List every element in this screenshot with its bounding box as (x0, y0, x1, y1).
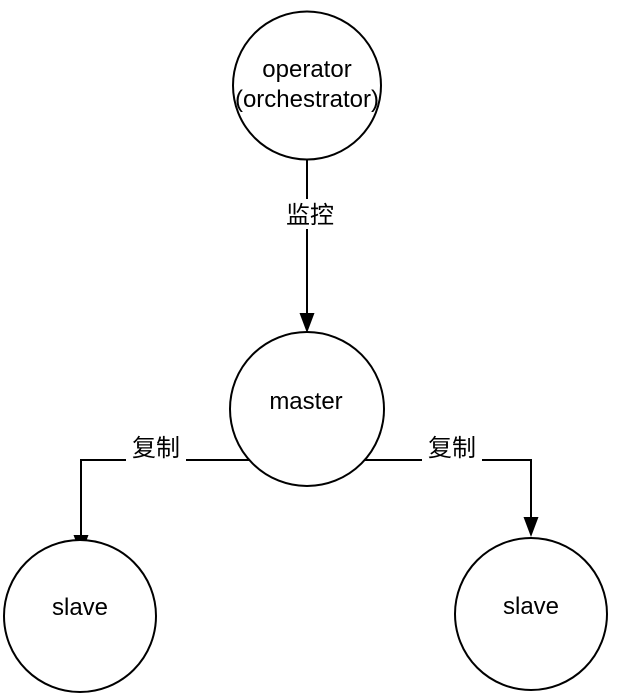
node-slave-right-circle (454, 537, 608, 691)
node-slave-right: slave (454, 537, 608, 691)
edge-replicate-right: 复制 (365, 432, 539, 537)
edge-replicate-left: 复制 (73, 432, 249, 555)
node-operator-circle (232, 10, 382, 161)
edge-replicate-right-arrowhead-icon (523, 517, 539, 537)
edge-monitor-label-bg (280, 199, 341, 229)
edge-replicate-right-line (365, 459, 532, 517)
node-slave-left: slave (3, 539, 157, 693)
edge-monitor-label: 监控 (286, 202, 334, 229)
node-master-circle (229, 331, 385, 487)
edge-replicate-left-label-bg (126, 432, 186, 461)
node-slave-left-label: slave (52, 594, 108, 621)
edge-replicate-right-label: 复制 (428, 435, 476, 462)
edge-replicate-left-label: 复制 (132, 435, 180, 462)
edge-replicate-right-label-bg (422, 432, 482, 461)
node-operator-label-line1: operator (262, 56, 351, 83)
node-operator-label-line2: (orchestrator) (235, 86, 379, 113)
node-master: master (229, 331, 385, 487)
node-operator: operator (orchestrator) (232, 10, 382, 161)
edge-monitor-arrowhead-icon (299, 313, 315, 333)
node-slave-right-label: slave (503, 593, 559, 620)
node-slave-left-circle (3, 539, 157, 693)
node-master-label: master (269, 388, 342, 415)
edge-monitor: 监控 (280, 160, 341, 333)
edge-replicate-left-line (80, 459, 249, 535)
